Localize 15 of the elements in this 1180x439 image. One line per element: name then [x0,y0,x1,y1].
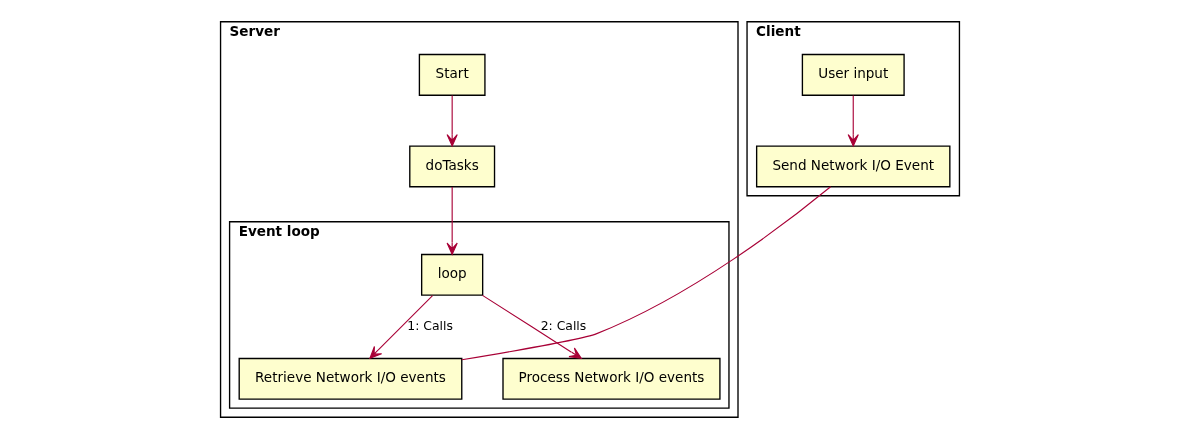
arrow [847,94,859,147]
connector [461,186,832,361]
arrow [481,294,582,359]
node-box: Send Network I/O Event [755,145,951,188]
node-box: doTasks [409,145,496,188]
node-box: Start [418,53,486,96]
arrow [369,295,434,359]
node-box: Process Network I/O events [502,357,721,400]
arrow [446,94,458,147]
arrow [446,186,458,255]
edge-label: 1: Calls [407,317,453,333]
node-box: Retrieve Network I/O events [238,357,463,400]
edge-label: 2: Calls [540,317,587,333]
node-box: User input [801,53,905,96]
node-box: loop [421,253,484,296]
